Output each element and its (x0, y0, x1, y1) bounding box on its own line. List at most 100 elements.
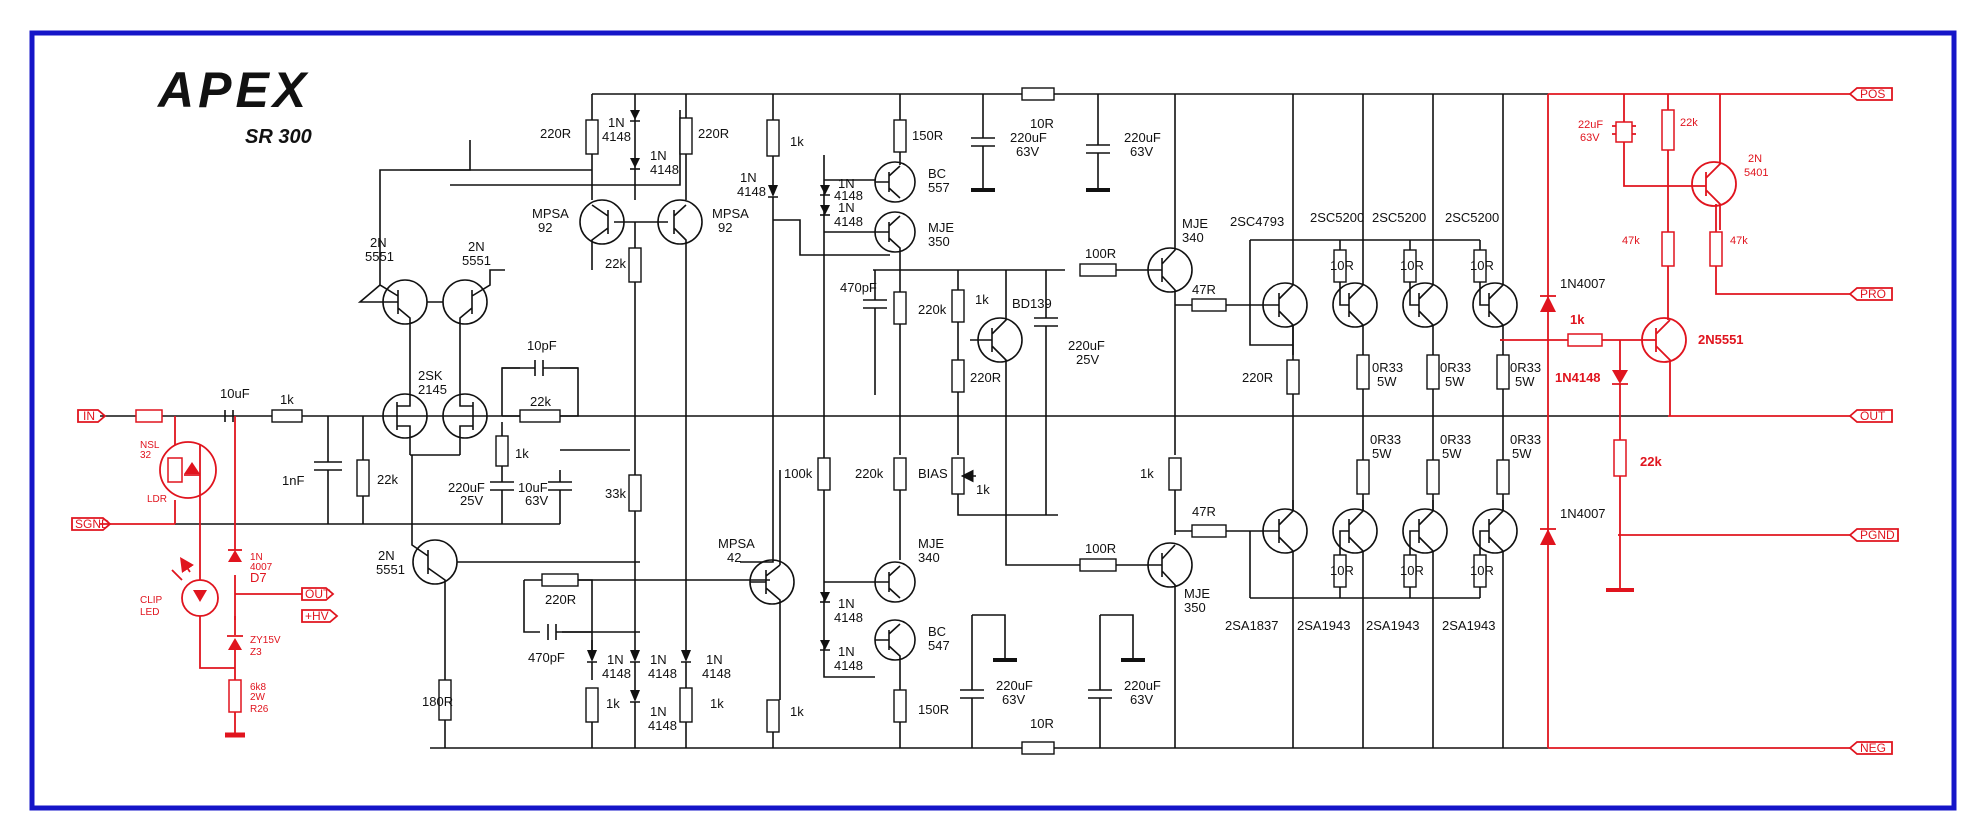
svg-text:150R: 150R (918, 702, 949, 717)
svg-text:5551: 5551 (365, 249, 394, 264)
svg-text:22k: 22k (530, 394, 551, 409)
svg-text:10R: 10R (1330, 563, 1354, 578)
svg-text:63V: 63V (1130, 692, 1153, 707)
svg-text:2SC4793: 2SC4793 (1230, 214, 1284, 229)
r100-bot (1079, 558, 1117, 572)
svg-text:5401: 5401 (1744, 167, 1768, 179)
svg-text:2SC5200: 2SC5200 (1310, 210, 1364, 225)
r220-low (541, 573, 579, 587)
r1k-fb (495, 435, 509, 467)
svg-text:MPSA: MPSA (712, 206, 749, 221)
svg-text:340: 340 (918, 550, 940, 565)
npn-output-2 (1332, 282, 1378, 328)
svg-text:1N: 1N (650, 652, 667, 667)
svg-text:OUT: OUT (1860, 409, 1886, 423)
r1k-top-vas (766, 119, 780, 157)
emitter-resistor-bot-3 (1496, 459, 1510, 495)
r100-top (1079, 263, 1117, 277)
svg-text:63V: 63V (1016, 144, 1039, 159)
svg-text:350: 350 (1184, 600, 1206, 615)
bias-network: 1k BD139 220R BIAS 1k 220uF 25V (918, 270, 1105, 566)
svg-text:220R: 220R (1242, 370, 1273, 385)
terminal-pgnd[interactable]: PGND (1848, 528, 1899, 542)
svg-text:SGND: SGND (75, 517, 110, 531)
q2n5551-right (442, 279, 488, 325)
svg-text:BIAS: BIAS (918, 466, 948, 481)
diode-bc-1 (820, 185, 830, 195)
svg-text:APEX: APEX (156, 62, 310, 118)
svg-text:42: 42 (727, 550, 741, 565)
svg-text:10uF: 10uF (220, 386, 250, 401)
jfet-left (382, 393, 428, 439)
svg-text:4148: 4148 (834, 188, 863, 203)
svg-text:1N4148: 1N4148 (1555, 370, 1601, 385)
terminal-out[interactable]: OUT (1848, 409, 1893, 423)
svg-text:47R: 47R (1192, 504, 1216, 519)
terminal-in[interactable]: IN (77, 409, 107, 423)
r1k-driver (1168, 457, 1182, 491)
svg-text:22k: 22k (377, 472, 398, 487)
svg-text:220R: 220R (970, 370, 1001, 385)
svg-text:220uF: 220uF (448, 480, 485, 495)
emitter-resistor-top-3 (1496, 354, 1510, 390)
svg-text:1k: 1k (975, 292, 989, 307)
terminal-pos[interactable]: POS (1848, 87, 1893, 101)
svg-text:2N: 2N (378, 548, 395, 563)
svg-text:NEG: NEG (1860, 741, 1886, 755)
mje340-driver (1147, 247, 1193, 293)
svg-text:92: 92 (538, 220, 552, 235)
terminal-pro[interactable]: PRO (1848, 287, 1893, 301)
svg-text:32: 32 (140, 450, 152, 461)
r26-resistor (228, 679, 242, 713)
terminal-sgnd[interactable]: SGND (71, 517, 112, 531)
svg-text:4148: 4148 (650, 162, 679, 177)
svg-text:0R33: 0R33 (1440, 432, 1471, 447)
svg-text:220R: 220R (540, 126, 571, 141)
svg-text:POS: POS (1860, 87, 1885, 101)
r150-top (893, 119, 907, 153)
svg-text:6k8: 6k8 (250, 682, 267, 693)
svg-text:4148: 4148 (648, 718, 677, 733)
r22k-fb (519, 409, 561, 423)
svg-text:4148: 4148 (834, 658, 863, 673)
svg-text:150R: 150R (912, 128, 943, 143)
svg-text:220uF: 220uF (996, 678, 1033, 693)
output-labels: 2SC4793 2SC5200 2SC5200 2SC5200 220R 10R… (1225, 210, 1541, 633)
svg-text:1N: 1N (607, 652, 624, 667)
r22k-p1 (1661, 109, 1675, 151)
svg-text:1k: 1k (280, 392, 294, 407)
emitter-resistor-top-1 (1356, 354, 1370, 390)
c470pf-low (547, 624, 557, 640)
terminal-neg[interactable]: NEG (1848, 741, 1893, 755)
r22k-mid (628, 247, 642, 283)
svg-text:1k: 1k (1570, 312, 1585, 327)
svg-text:BD139: BD139 (1012, 296, 1052, 311)
svg-text:10R: 10R (1030, 116, 1054, 131)
svg-text:63V: 63V (1002, 692, 1025, 707)
diode-low-2 (630, 650, 640, 662)
r1k-in (271, 409, 303, 423)
svg-text:100k: 100k (784, 466, 813, 481)
c220u-bias (1034, 270, 1058, 515)
svg-text:180R: 180R (422, 694, 453, 709)
terminal-hv[interactable]: +HV (301, 609, 339, 623)
svg-text:4007: 4007 (250, 562, 273, 573)
svg-text:2SA1837: 2SA1837 (1225, 618, 1279, 633)
input-stage: 10uF 1k 1nF 22k 2SK 2145 2N 5551 2N 5551… (220, 110, 681, 748)
c10u-63v (548, 449, 630, 524)
r220-output (1286, 359, 1300, 395)
diode-low-4 (681, 650, 691, 662)
svg-text:470pF: 470pF (840, 280, 877, 295)
svg-text:0R33: 0R33 (1370, 432, 1401, 447)
svg-text:0R33: 0R33 (1510, 432, 1541, 447)
r22k-in (356, 459, 370, 497)
terminal-out-left[interactable]: OUT (301, 587, 335, 601)
svg-text:10R: 10R (1470, 258, 1494, 273)
r10-bot (1021, 741, 1055, 755)
svg-text:2SC5200: 2SC5200 (1445, 210, 1499, 225)
nsl-label: NSL (140, 440, 160, 451)
c220u-25v (490, 481, 514, 524)
svg-text:1N: 1N (650, 704, 667, 719)
svg-text:CLIP: CLIP (140, 595, 163, 606)
